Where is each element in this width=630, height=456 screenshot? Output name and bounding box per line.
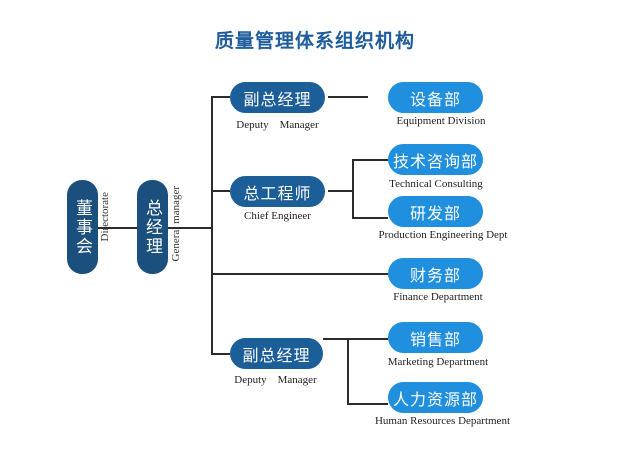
finance-label: 财务部 xyxy=(409,265,461,285)
directorate-box[interactable]: 董事会 xyxy=(67,180,98,274)
human-resources-label: 人力资源部 xyxy=(392,389,478,409)
chief-engineer-label: 总工程师 xyxy=(243,183,312,203)
connector-gm-trunk xyxy=(168,227,212,229)
technical-consulting-en-label: Technical Consulting xyxy=(389,178,483,190)
connector-to-finance xyxy=(211,273,388,275)
chief-engineer-en-label: Chief Engineer xyxy=(244,210,311,222)
deputy-manager-1-box[interactable]: 副总经理 xyxy=(230,82,325,113)
connector-to-deputy-1 xyxy=(211,96,230,98)
marketing-en-label: Marketing Department xyxy=(387,356,489,368)
connector-deputy2-vertical xyxy=(347,338,349,404)
human-resources-en-label: Human Resources Department xyxy=(374,415,510,427)
technical-consulting-box[interactable]: 技术咨询部 xyxy=(388,144,483,175)
connector-deputy1-equipment xyxy=(328,96,368,98)
rnd-box[interactable]: 研发部 xyxy=(388,196,483,227)
rnd-label: 研发部 xyxy=(409,203,461,223)
marketing-box[interactable]: 销售部 xyxy=(388,322,483,353)
connector-trunk xyxy=(211,96,213,354)
deputy-manager-2-box[interactable]: 副总经理 xyxy=(230,338,323,369)
equipment-label: 设备部 xyxy=(409,89,461,109)
finance-box[interactable]: 财务部 xyxy=(388,258,483,289)
deputy-manager-1-label: 副总经理 xyxy=(243,89,312,109)
connector-to-chief-engineer xyxy=(211,190,230,192)
deputy-manager-2-label: 副总经理 xyxy=(242,345,311,365)
technical-consulting-label: 技术咨询部 xyxy=(392,151,478,171)
rnd-en-label: Production Engineering Dept xyxy=(378,229,508,241)
equipment-box[interactable]: 设备部 xyxy=(388,82,483,113)
connector-to-deputy-2 xyxy=(211,353,230,355)
directorate-label: 董事会 xyxy=(72,198,92,256)
connector-chief-engineer-branch xyxy=(328,190,353,192)
deputy-manager-2-en-label: Deputy Manager xyxy=(234,374,317,386)
general-manager-en-label: General manager xyxy=(170,186,182,262)
general-manager-label: 总经理 xyxy=(142,198,162,256)
deputy-manager-1-en-label: Deputy Manager xyxy=(236,119,319,131)
general-manager-box[interactable]: 总经理 xyxy=(137,180,168,274)
chief-engineer-box[interactable]: 总工程师 xyxy=(230,176,325,207)
equipment-en-label: Equipment Division xyxy=(396,115,486,127)
connector-to-marketing xyxy=(347,338,388,340)
human-resources-box[interactable]: 人力资源部 xyxy=(388,382,483,413)
marketing-label: 销售部 xyxy=(409,329,461,349)
connector-to-hr xyxy=(347,403,388,405)
chart-title: 质量管理体系组织机构 xyxy=(214,30,415,52)
finance-en-label: Finance Department xyxy=(393,291,483,303)
connector-directorate-gm xyxy=(98,227,137,229)
connector-deputy2-branch xyxy=(323,338,348,340)
directorate-en-label: Directorate xyxy=(99,192,111,242)
connector-to-rnd xyxy=(352,217,388,219)
connector-chief-engineer-vertical xyxy=(352,159,354,218)
connector-to-technical xyxy=(352,159,388,161)
